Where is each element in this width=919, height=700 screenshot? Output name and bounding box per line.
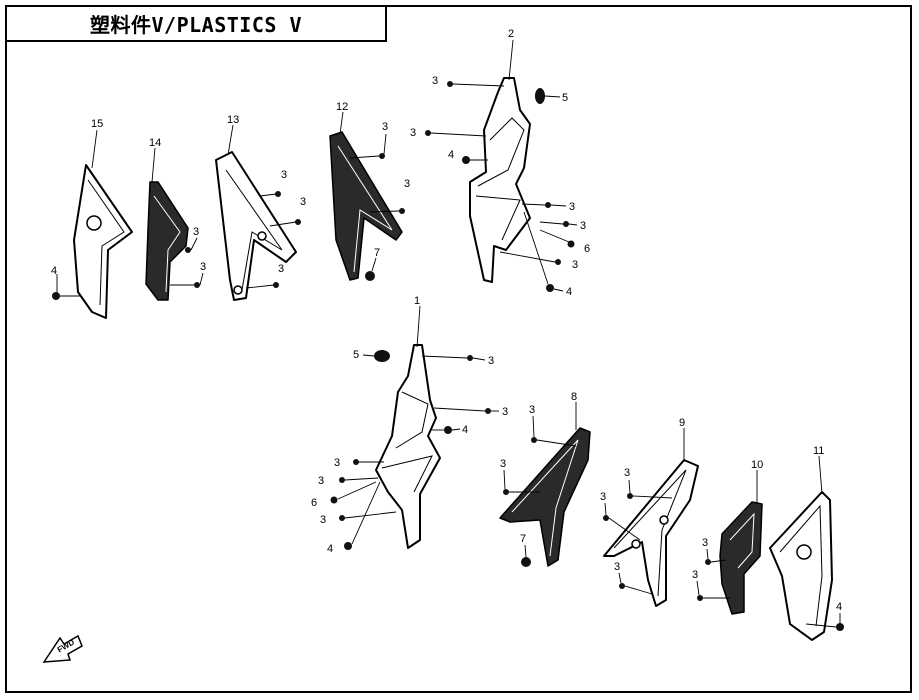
label-4: 4 — [836, 601, 842, 613]
label-4: 4 — [566, 286, 572, 298]
label-3: 3 — [200, 261, 206, 273]
diagram-frame — [5, 5, 912, 693]
label-3: 3 — [569, 201, 575, 213]
label-2: 2 — [508, 28, 514, 40]
label-3: 3 — [300, 196, 306, 208]
label-3: 3 — [410, 127, 416, 139]
label-6: 6 — [311, 497, 317, 509]
label-3: 3 — [278, 263, 284, 275]
label-4: 4 — [51, 265, 57, 277]
label-3: 3 — [580, 220, 586, 232]
label-7: 7 — [520, 533, 526, 545]
label-3: 3 — [318, 475, 324, 487]
label-3: 3 — [600, 491, 606, 503]
label-3: 3 — [320, 514, 326, 526]
label-13: 13 — [227, 114, 239, 126]
part-13-side-strip — [215, 151, 297, 301]
label-6: 6 — [584, 243, 590, 255]
label-5: 5 — [562, 92, 568, 104]
label-12: 12 — [336, 101, 348, 113]
part-2-upper-assembly — [469, 77, 531, 283]
label-10: 10 — [751, 459, 763, 471]
label-3: 3 — [193, 226, 199, 238]
fwd-arrow-icon: FWD — [42, 634, 83, 663]
part-15-cover — [73, 164, 133, 319]
part-11-cover — [769, 491, 833, 641]
label-3: 3 — [692, 569, 698, 581]
label-9: 9 — [679, 417, 685, 429]
label-3: 3 — [624, 467, 630, 479]
part-1-lower-assembly — [375, 344, 441, 549]
label-3: 3 — [702, 537, 708, 549]
page-title: 塑料件V/PLASTICS V — [90, 13, 302, 37]
label-14: 14 — [149, 137, 161, 149]
label-3: 3 — [488, 355, 494, 367]
label-4: 4 — [327, 543, 333, 555]
label-7: 7 — [374, 247, 380, 259]
label-1: 1 — [414, 295, 420, 307]
label-3: 3 — [529, 404, 535, 416]
part-10-bracket — [719, 501, 763, 615]
part-9-side-strip — [603, 459, 699, 607]
label-3: 3 — [404, 178, 410, 190]
part-12-frame — [329, 131, 403, 281]
label-3: 3 — [334, 457, 340, 469]
label-3: 3 — [572, 259, 578, 271]
label-11: 11 — [813, 445, 824, 457]
label-4: 4 — [462, 424, 468, 436]
label-15: 15 — [91, 118, 103, 130]
title-box: 塑料件V/PLASTICS V — [5, 5, 387, 42]
label-3: 3 — [382, 121, 388, 133]
label-3: 3 — [432, 75, 438, 87]
part-8-frame — [499, 427, 591, 567]
label-8: 8 — [571, 391, 577, 403]
part-14-bracket — [145, 181, 189, 301]
label-4: 4 — [448, 149, 454, 161]
label-3: 3 — [500, 458, 506, 470]
label-3: 3 — [281, 169, 287, 181]
label-5: 5 — [353, 349, 359, 361]
label-3: 3 — [502, 406, 508, 418]
label-3: 3 — [614, 561, 620, 573]
